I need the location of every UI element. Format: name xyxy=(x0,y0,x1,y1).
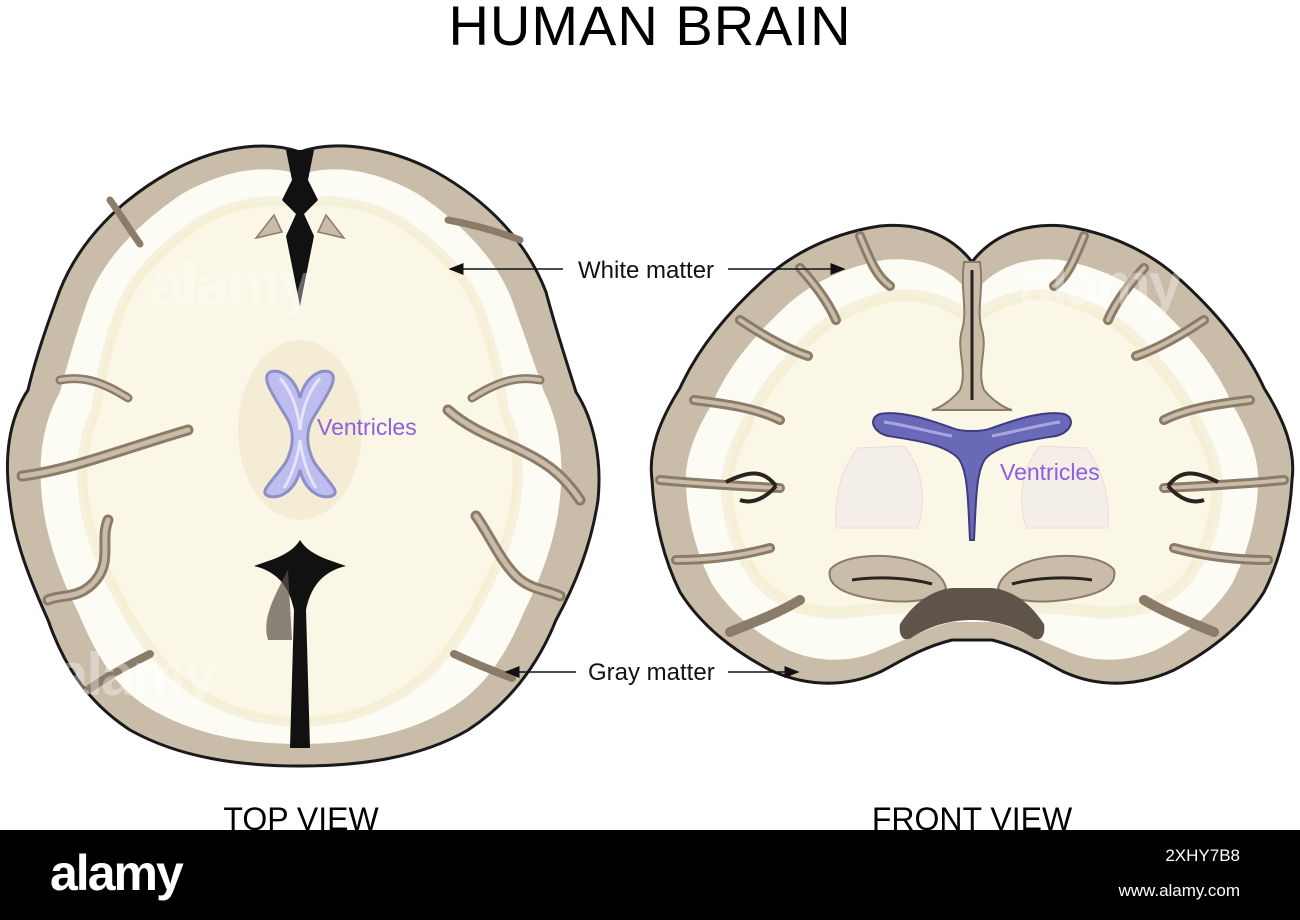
footer-site-link[interactable]: www.alamy.com xyxy=(1118,881,1240,900)
footer-image-info: 2XHY7B8 www.alamy.com xyxy=(1118,838,1240,908)
watermark: alamy xyxy=(55,641,217,708)
white-matter-label: White matter xyxy=(578,257,714,284)
footer-image-id: 2XHY7B8 xyxy=(1165,846,1240,865)
front-view-base-gap xyxy=(899,588,1045,640)
front-view-ventricles-label: Ventricles xyxy=(1000,459,1100,485)
gray-matter-callout: Gray matter xyxy=(504,659,800,686)
white-matter-callout: White matter xyxy=(448,257,846,284)
front-view-caption: FRONT VIEW xyxy=(872,801,1073,830)
footer-bar: alamy 2XHY7B8 www.alamy.com xyxy=(0,830,1300,920)
brain-diagram: Ventricles xyxy=(5,144,1295,830)
footer-logo[interactable]: alamy xyxy=(50,845,184,901)
gray-matter-label: Gray matter xyxy=(588,659,715,686)
page-title: HUMAN BRAIN xyxy=(448,0,852,57)
watermark: alamy xyxy=(150,251,312,318)
front-view-brain xyxy=(649,223,1295,685)
top-view-ventricles-label: Ventricles xyxy=(317,414,417,440)
top-view-ventricles xyxy=(263,369,337,499)
watermark: alamy xyxy=(1020,251,1182,318)
top-view-fissure-back xyxy=(254,540,346,748)
top-view-brain xyxy=(5,144,601,768)
top-view-caption: TOP VIEW xyxy=(223,801,379,830)
front-view-ventricles xyxy=(872,412,1072,541)
top-view-fissure-front xyxy=(282,150,318,306)
